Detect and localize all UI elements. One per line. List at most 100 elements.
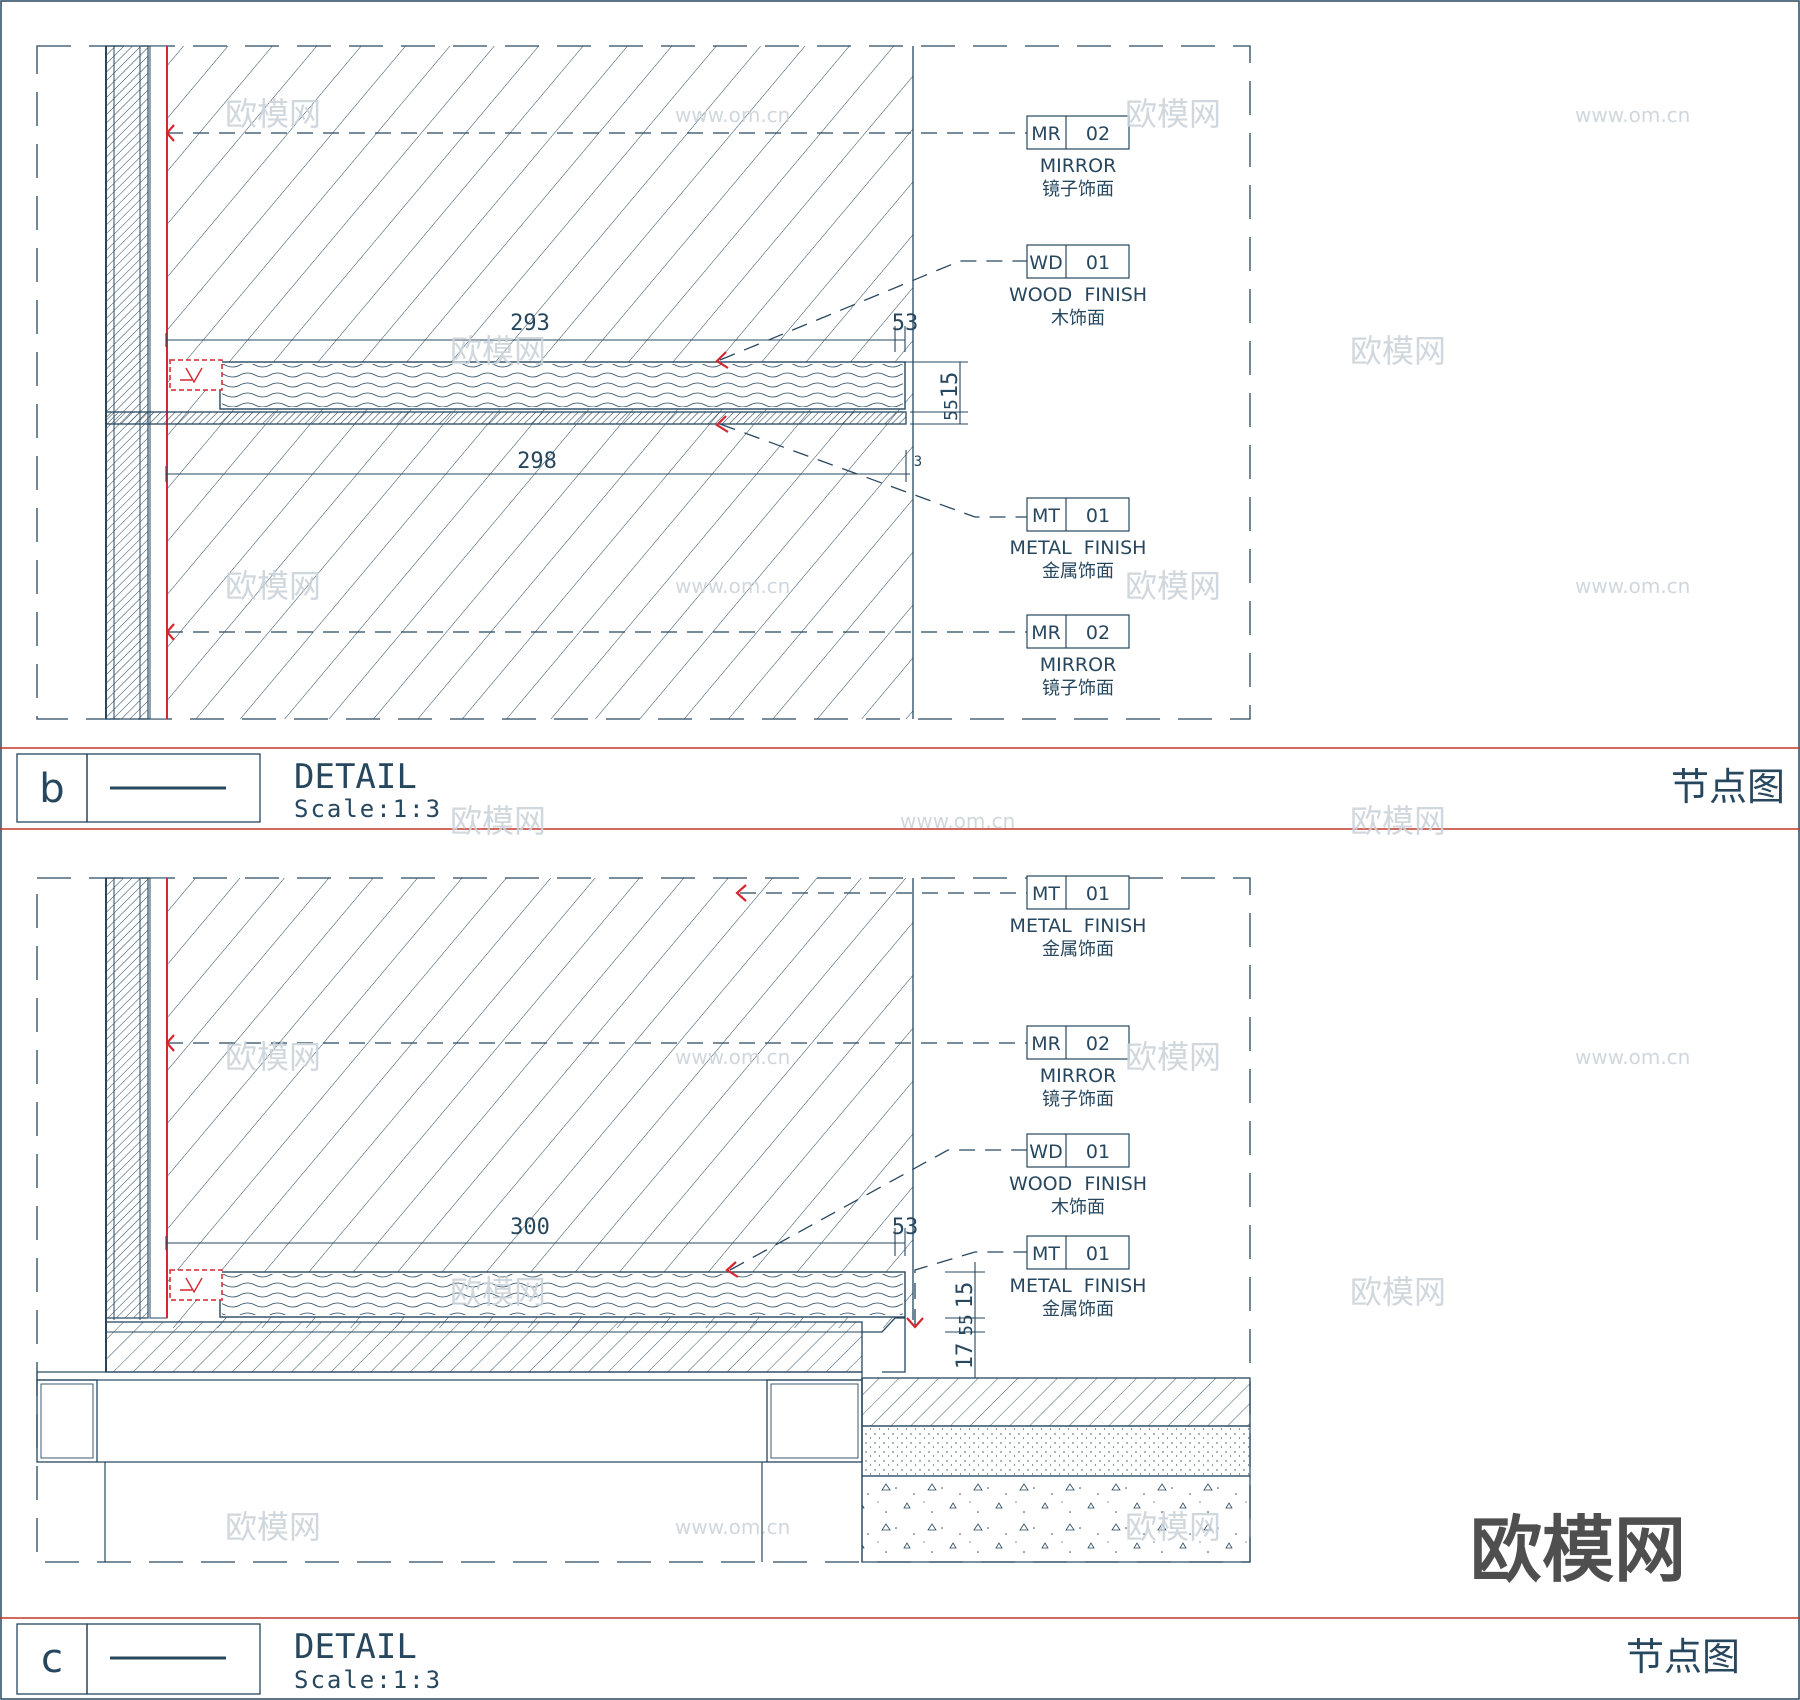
dimension-label: 300	[510, 1215, 550, 1240]
detail-c-bracket	[169, 1269, 223, 1301]
material-tag: MT 01 METAL FINISH 金属饰面	[1010, 1235, 1147, 1320]
watermark-logo: 欧模网	[1350, 1273, 1446, 1311]
watermark-logo: 欧模网	[1350, 332, 1446, 370]
detail-b-dimensions: 293 53 298 3 15 55	[510, 311, 963, 474]
material-tag: MT 01 METAL FINISH 金属饰面	[1010, 875, 1147, 960]
dimension-label: 3	[914, 454, 922, 470]
detail-label-cn: 节点图	[1626, 1635, 1740, 1679]
tag-number: 02	[1086, 622, 1110, 644]
dimension-label: 55	[941, 399, 962, 421]
detail-b-title-bar: b DETAIL Scale:1:3 节点图	[0, 747, 1800, 830]
tag-number: 01	[1086, 505, 1110, 527]
tag-english-label: MIRROR	[1040, 654, 1117, 676]
detail-b-bracket	[169, 359, 223, 391]
tag-chinese-label: 金属饰面	[1042, 1299, 1114, 1320]
tag-number: 01	[1086, 1243, 1110, 1265]
watermark-url: www.om.cn	[1575, 574, 1690, 598]
detail-b-view-boundary	[36, 45, 1251, 720]
detail-b-tags: MR 02 MIRROR 镜子饰面 WD 01 WOOD FINISH 木饰面 …	[1009, 115, 1147, 699]
watermark-logo: 欧模网	[225, 95, 321, 133]
tag-number: 01	[1086, 1141, 1110, 1163]
detail-scale: Scale:1:3	[294, 1666, 442, 1694]
watermark-url: www.om.cn	[1575, 103, 1690, 127]
tag-code: MT	[1032, 1243, 1060, 1265]
material-tag: MR 02 MIRROR 镜子饰面	[1026, 115, 1130, 200]
tag-code: MR	[1031, 1033, 1061, 1055]
detail-title: DETAIL	[294, 757, 417, 797]
material-tag: WD 01 WOOD FINISH 木饰面	[1009, 244, 1147, 329]
watermark-logo: 欧模网	[450, 332, 546, 370]
tag-chinese-label: 木饰面	[1051, 1197, 1105, 1218]
detail-c-view-boundary	[36, 877, 1251, 1563]
tag-chinese-label: 木饰面	[1051, 308, 1105, 329]
tag-english-label: WOOD FINISH	[1009, 284, 1147, 306]
tag-english-label: METAL FINISH	[1010, 1275, 1147, 1297]
tag-code: MT	[1032, 505, 1060, 527]
watermark-url: www.om.cn	[675, 103, 790, 127]
detail-c-mirror-hatch	[168, 878, 913, 1328]
watermark-url: www.om.cn	[1575, 1045, 1690, 1069]
detail-c-title-bar: c DETAIL Scale:1:3 节点图	[0, 1617, 1800, 1695]
watermark-big-logo: 欧模网	[1470, 1508, 1686, 1592]
detail-b-metal-plate	[105, 411, 907, 425]
detail-c-dimensions: 300 53 15 55 17	[510, 1215, 978, 1369]
detail-label-cn: 节点图	[1671, 765, 1785, 809]
tag-chinese-label: 镜子饰面	[1042, 179, 1114, 200]
dimension-label: 15	[953, 1282, 978, 1309]
detail-c-steel-tube	[36, 1379, 98, 1463]
dimension-label: 53	[892, 311, 919, 336]
watermark-logo: 欧模网	[450, 1273, 546, 1311]
detail-c-floor-tile	[861, 1377, 1251, 1427]
tag-code: MT	[1032, 883, 1060, 905]
tag-chinese-label: 镜子饰面	[1042, 678, 1114, 699]
material-tag: MR 02 MIRROR 镜子饰面	[1026, 1025, 1130, 1110]
detail-letter: b	[39, 766, 64, 812]
watermark-logo: 欧模网	[225, 567, 321, 605]
tag-number: 01	[1086, 883, 1110, 905]
tag-chinese-label: 金属饰面	[1042, 939, 1114, 960]
tag-chinese-label: 金属饰面	[1042, 561, 1114, 582]
detail-letter: c	[41, 1636, 63, 1682]
watermark-logo: 欧模网	[1125, 1038, 1221, 1076]
watermark-logo: 欧模网	[1350, 802, 1446, 840]
tag-english-label: MIRROR	[1040, 1065, 1117, 1087]
detail-b-drawing	[36, 45, 1251, 720]
detail-c-concrete-slab	[861, 1475, 1251, 1563]
tag-code: MR	[1031, 123, 1061, 145]
dimension-label: 53	[892, 1215, 919, 1240]
watermark-url: www.om.cn	[675, 1515, 790, 1539]
tag-number: 02	[1086, 123, 1110, 145]
dimension-label: 15	[938, 372, 963, 399]
tag-number: 01	[1086, 252, 1110, 274]
tag-code: MR	[1031, 622, 1061, 644]
watermark-logo: 欧模网	[225, 1508, 321, 1546]
watermark-logo: 欧模网	[450, 802, 546, 840]
dimension-label: 298	[517, 449, 557, 474]
tag-english-label: METAL FINISH	[1010, 915, 1147, 937]
tag-english-label: METAL FINISH	[1010, 537, 1147, 559]
detail-c-steel-tube	[766, 1379, 863, 1463]
dimension-label: 293	[510, 311, 550, 336]
watermark-url: www.om.cn	[675, 1045, 790, 1069]
detail-c-drawing	[36, 877, 1251, 1563]
dimension-label: 17	[953, 1343, 978, 1370]
detail-c-stone-base	[105, 1321, 863, 1373]
watermark-logo: 欧模网	[225, 1038, 321, 1076]
material-tag: MR 02 MIRROR 镜子饰面	[1026, 614, 1130, 699]
detail-b-wall	[105, 45, 149, 720]
tag-chinese-label: 镜子饰面	[1042, 1089, 1114, 1110]
material-tag: WD 01 WOOD FINISH 木饰面	[1009, 1133, 1147, 1218]
tag-code: WD	[1029, 1141, 1062, 1163]
watermark-logo: 欧模网	[1125, 567, 1221, 605]
tag-number: 02	[1086, 1033, 1110, 1055]
detail-scale: Scale:1:3	[294, 795, 442, 823]
detail-c-wall	[105, 877, 149, 1319]
watermark-logo: 欧模网	[1125, 95, 1221, 133]
watermark-url: www.om.cn	[675, 574, 790, 598]
material-tag: MT 01 METAL FINISH 金属饰面	[1010, 497, 1147, 582]
dimension-label: 55	[956, 1314, 977, 1336]
watermark-logo: 欧模网	[1125, 1508, 1221, 1546]
detail-title: DETAIL	[294, 1627, 417, 1667]
